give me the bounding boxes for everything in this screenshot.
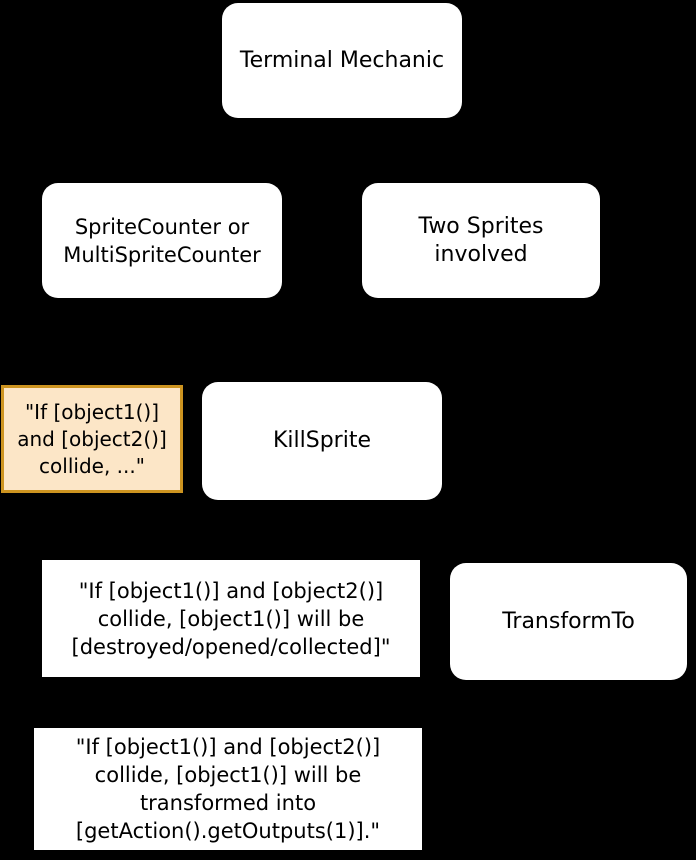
node-killsprite-label: KillSprite [272,428,371,453]
node-two-sprites-involved: Two Sprites involved [362,183,600,298]
node-collide-ellipsis-highlighted: "If [object1()] and [object2()] collide,… [1,385,183,493]
node-terminal-mechanic-label: Terminal Mechanic [239,47,445,73]
node-terminal-mechanic: Terminal Mechanic [222,3,462,118]
node-collide-ellipsis-label: "If [object1()] and [object2()] collide,… [17,399,167,478]
node-killsprite: KillSprite [202,382,442,500]
node-collide-destroyed-text: "If [object1()] and [object2()] collide,… [42,560,420,677]
node-transformto: TransformTo [450,563,687,680]
node-transformto-label: TransformTo [502,608,635,634]
node-two-sprites-involved-label: Two Sprites involved [418,213,544,267]
node-collide-transformed-label: "If [object1()] and [object2()] collide,… [75,735,381,843]
node-spritecounter: SpriteCounter or MultiSpriteCounter [42,183,282,298]
node-collide-destroyed-label: "If [object1()] and [object2()] collide,… [71,578,391,659]
node-collide-transformed-text: "If [object1()] and [object2()] collide,… [34,728,422,850]
node-spritecounter-label: SpriteCounter or MultiSpriteCounter [63,214,261,267]
